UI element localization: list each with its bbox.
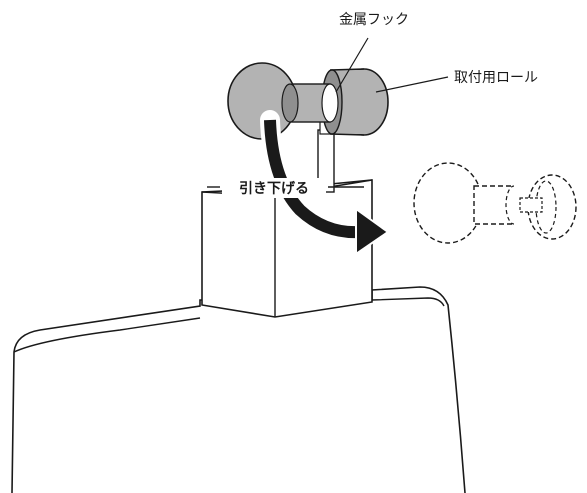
mount-roll [227, 62, 389, 140]
pull-down-arrow [260, 110, 390, 256]
metal-hook-label-group: 金属フック [335, 12, 409, 93]
roll-removed-dashed [413, 162, 577, 244]
pull-down-label: 引き下げる [239, 181, 309, 197]
mount-roll-label-group: 取付用ロール [375, 70, 538, 93]
metal-hook-label: 金属フック [339, 12, 409, 28]
pull-down-label-group: 引き下げる [207, 178, 364, 198]
mount-roll-label: 取付用ロール [454, 70, 538, 86]
device-body [11, 286, 466, 493]
